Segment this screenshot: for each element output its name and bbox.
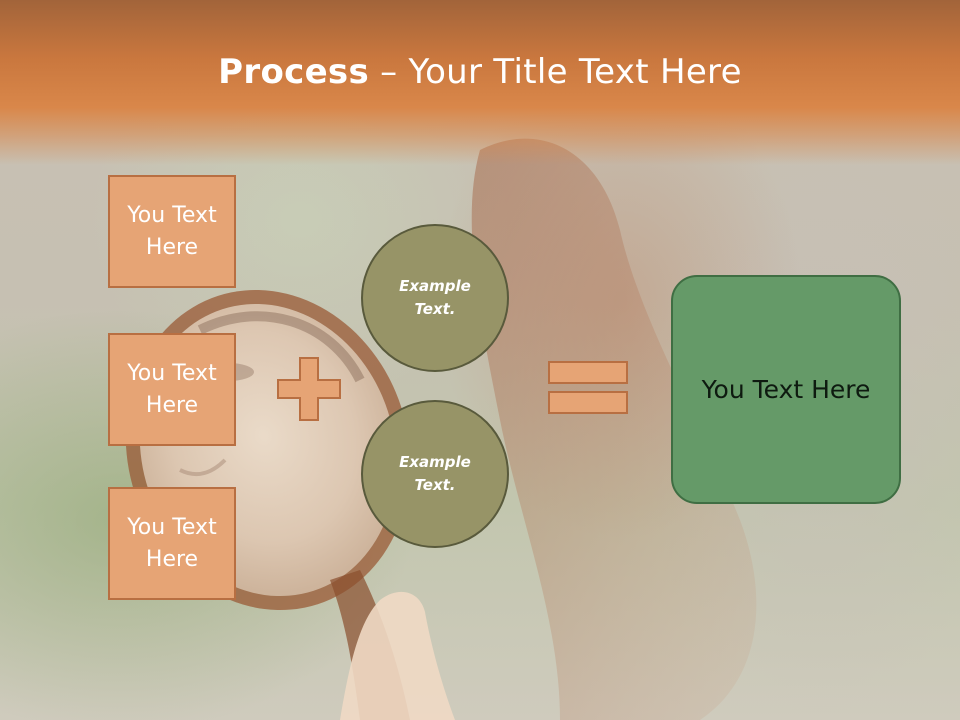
- example-circle-1[interactable]: Example Text.: [361, 224, 509, 372]
- title-bold: Process: [218, 52, 370, 92]
- result-label: You Text Here: [701, 375, 871, 404]
- plus-icon: [277, 357, 341, 421]
- example-circle-2[interactable]: Example Text.: [361, 400, 509, 548]
- title-bar: [0, 0, 960, 165]
- page-title: Process – Your Title Text Here: [0, 52, 960, 92]
- text-box-label: You Text Here: [127, 360, 217, 418]
- result-box[interactable]: You Text Here: [671, 275, 901, 504]
- equals-icon: [548, 361, 628, 414]
- text-box-label: You Text Here: [127, 514, 217, 572]
- text-box-label: You Text Here: [127, 202, 217, 260]
- text-box-1[interactable]: You Text Here: [108, 175, 236, 288]
- text-box-3[interactable]: You Text Here: [108, 487, 236, 600]
- title-rest: – Your Title Text Here: [369, 52, 742, 92]
- circle-label: Example Text.: [399, 453, 471, 494]
- text-box-2[interactable]: You Text Here: [108, 333, 236, 446]
- circle-label: Example Text.: [399, 277, 471, 318]
